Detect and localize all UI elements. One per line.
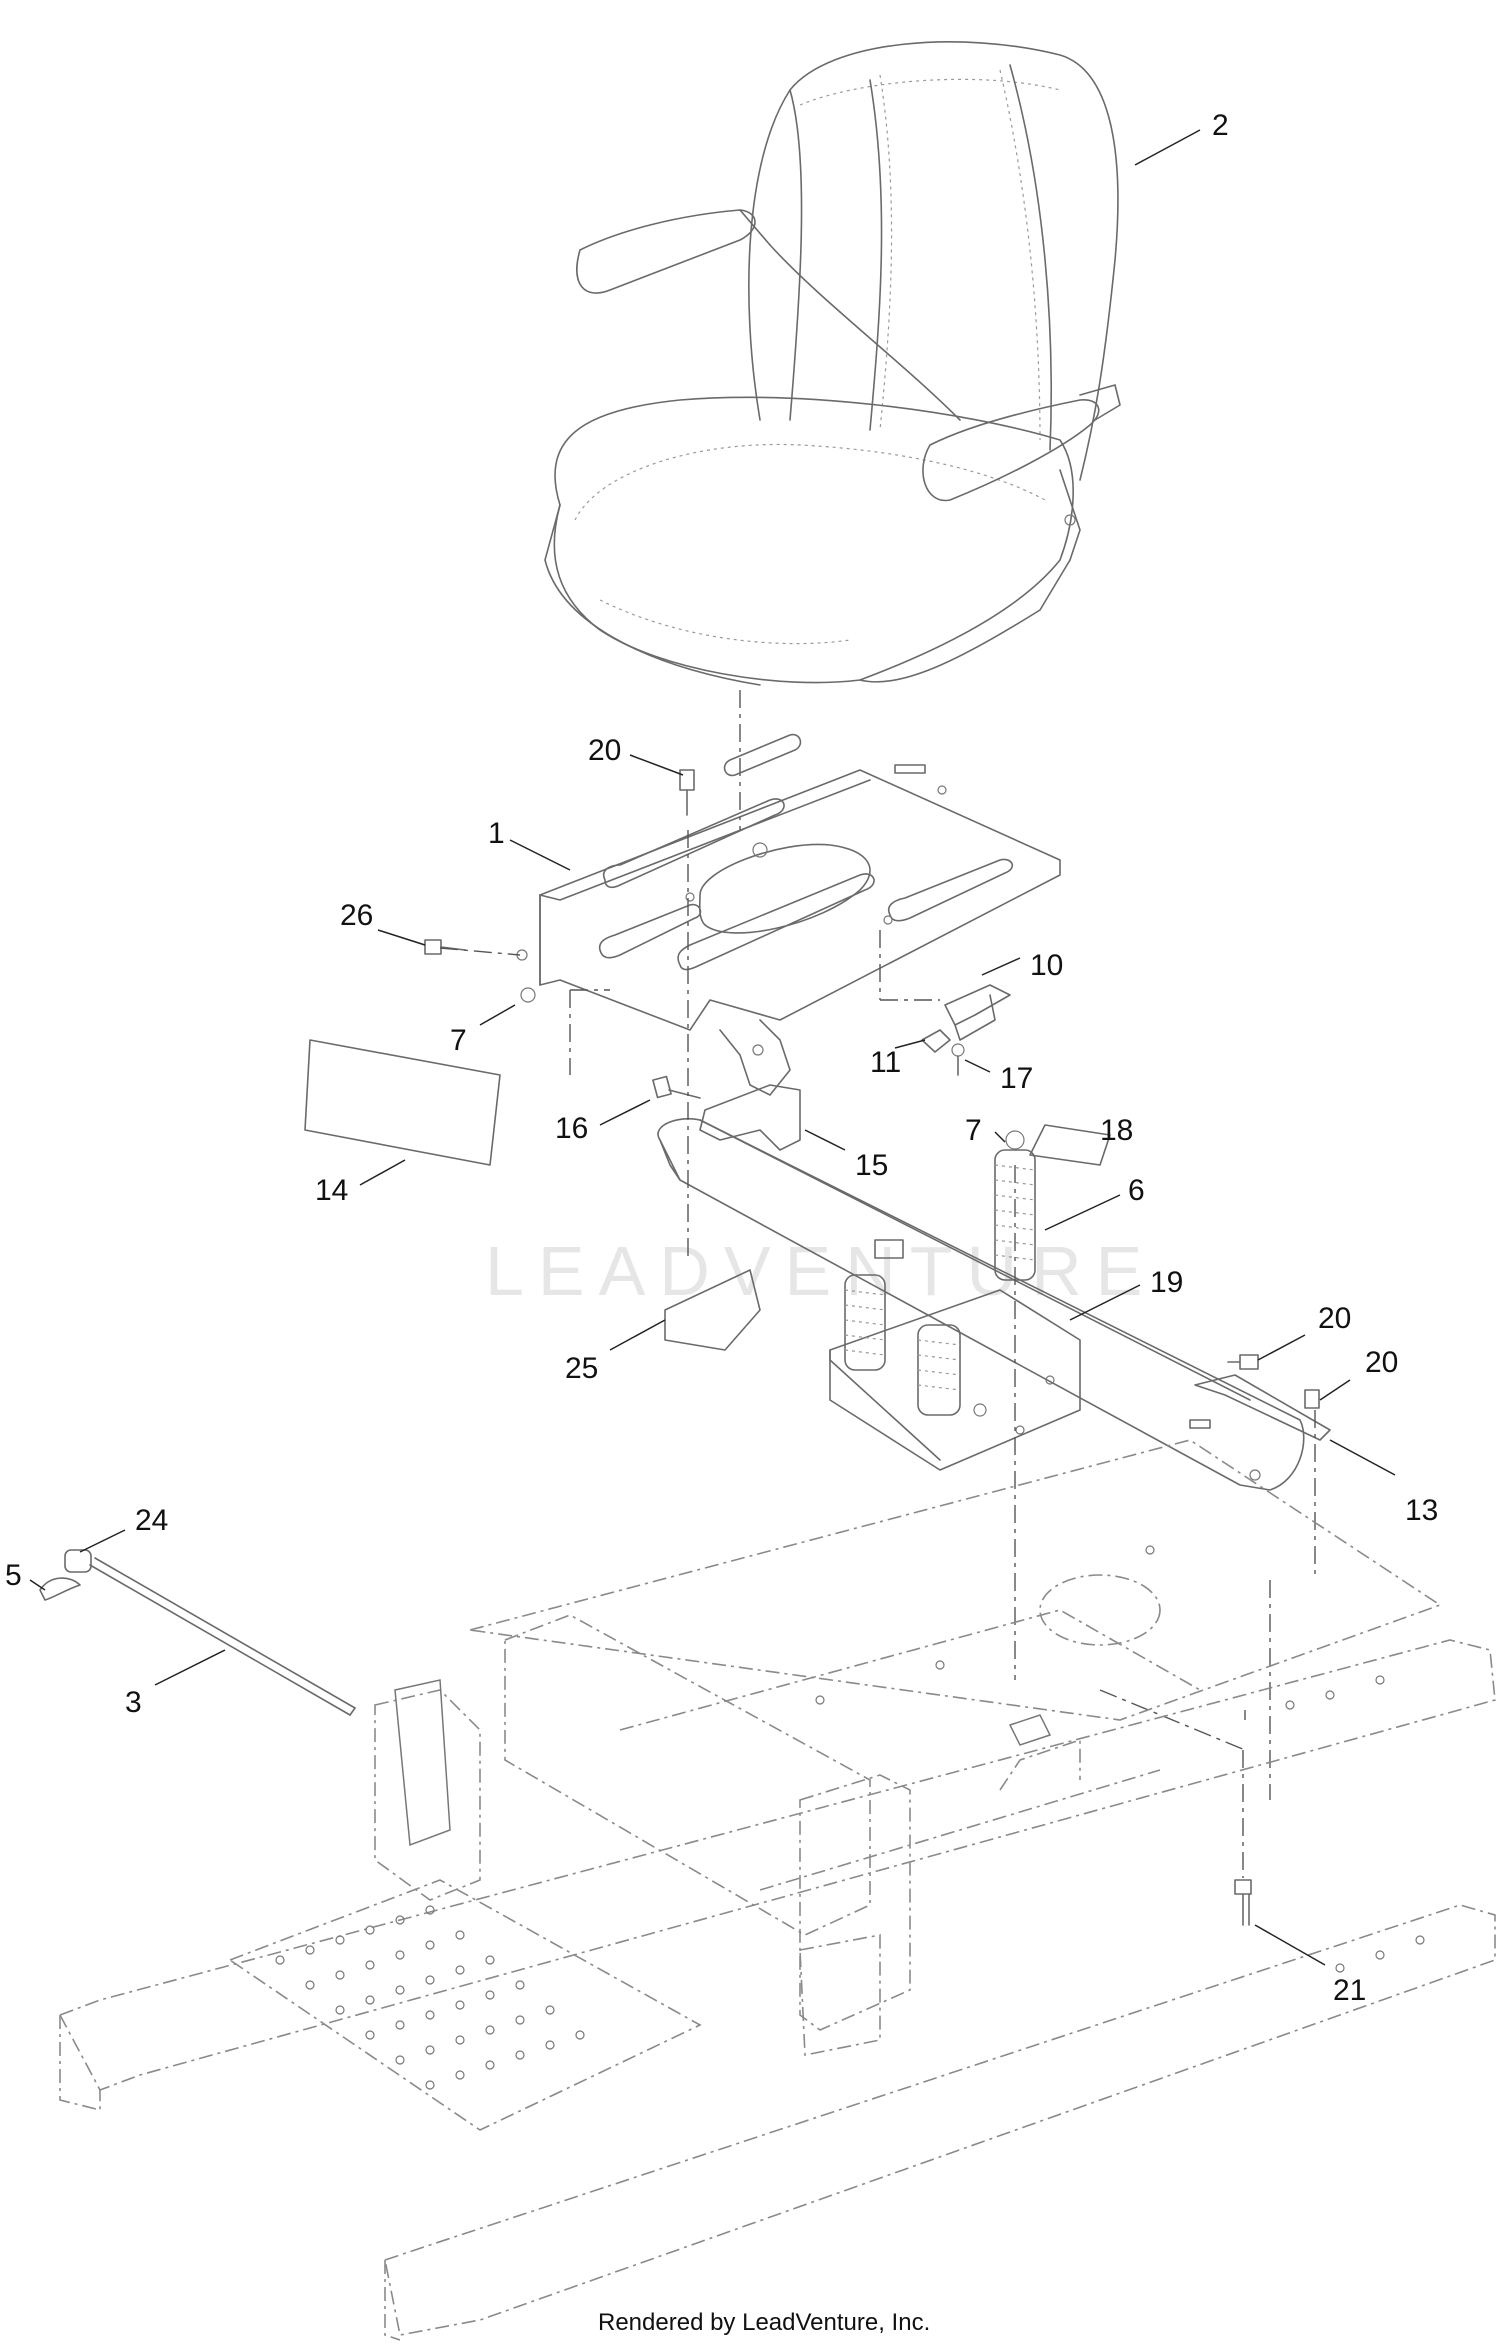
cap-part (64, 1549, 92, 1573)
callout-21: 21 (1333, 1974, 1366, 2007)
callout-25: 25 (565, 1352, 598, 1385)
leader-lines (29, 129, 1396, 1966)
hairpin-clip-part (39, 1577, 81, 1601)
callout-7-spring: 7 (965, 1114, 982, 1147)
callout-18: 18 (1100, 1114, 1133, 1147)
callout-5: 5 (5, 1559, 22, 1592)
bolt-part (652, 1075, 701, 1099)
callout-16: 16 (555, 1112, 588, 1145)
callout-2: 2 (1212, 109, 1229, 142)
watermark: LEADVENTURE (485, 1232, 1156, 1310)
callout-3: 3 (125, 1686, 142, 1719)
pivot-rod-part (89, 1557, 356, 1716)
callout-14: 14 (315, 1174, 348, 1207)
decal-part (304, 1039, 501, 1166)
callout-20-plate: 20 (588, 734, 621, 767)
clip-part (921, 1029, 951, 1053)
callout-10: 10 (1030, 949, 1063, 982)
bolt-part (679, 769, 695, 816)
callout-19: 19 (1150, 1266, 1183, 1299)
suspension-frame-part (657, 1117, 1305, 1491)
footer-credit: Rendered by LeadVenture, Inc. (598, 2309, 930, 2336)
callout-11: 11 (870, 1046, 901, 1079)
callout-20-right: 20 (1318, 1302, 1351, 1335)
seat-part (544, 41, 1121, 686)
callout-13: 13 (1405, 1494, 1438, 1527)
bolt-part (1234, 1879, 1252, 1926)
bolt-part (424, 939, 466, 955)
side-bracket-part (1194, 1374, 1331, 1441)
callout-20-bracket: 20 (1365, 1346, 1398, 1379)
bolt-part (1227, 1354, 1320, 1409)
screw-part (951, 1043, 965, 1076)
callout-26: 26 (340, 899, 373, 932)
callout-labels: 2 20 1 26 7 10 11 17 16 15 14 18 7 6 19 … (5, 109, 1438, 2007)
callout-15: 15 (855, 1149, 888, 1182)
decal-small-part (1029, 1124, 1111, 1166)
callout-7-plate: 7 (450, 1024, 467, 1057)
chassis-frame (58, 1439, 1496, 2341)
callout-6: 6 (1128, 1174, 1145, 1207)
hinge-bracket-part (699, 1084, 801, 1151)
bracket-part (944, 984, 1011, 1041)
mount-bracket-part (664, 1269, 761, 1351)
nut-part (1005, 1130, 1025, 1150)
callout-1: 1 (488, 817, 505, 850)
seat-plate-part (516, 733, 1061, 1096)
callout-24: 24 (135, 1504, 168, 1537)
callout-17: 17 (1000, 1062, 1033, 1095)
floor-holes (275, 1905, 585, 2090)
